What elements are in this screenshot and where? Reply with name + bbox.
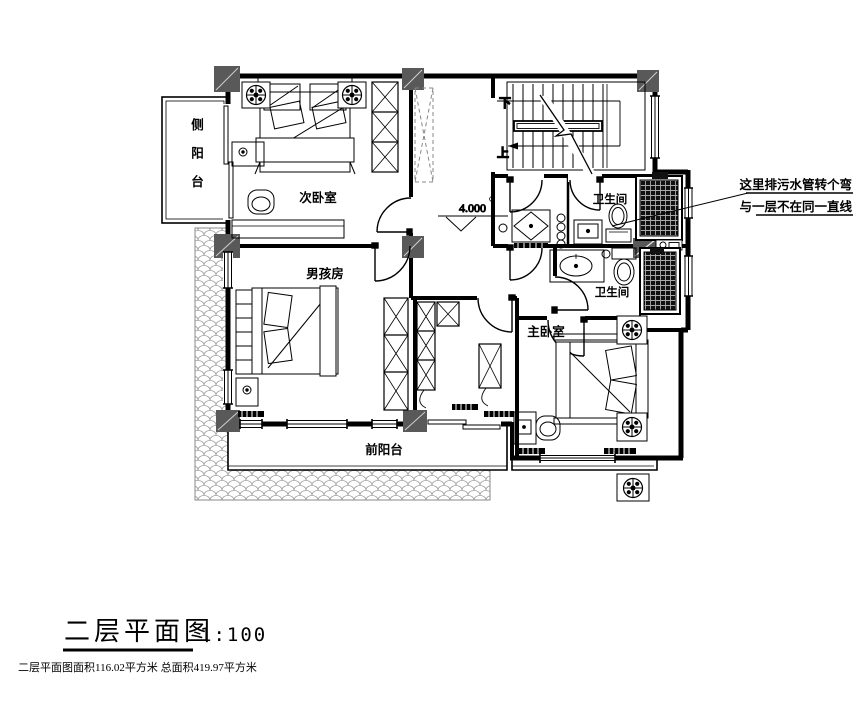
room-labels: 侧阳台 次卧室 男孩房 主卧室 卫生间 卫生间 前阳台 [189, 117, 629, 457]
area-note: 二层平面图面积116.02平方米 总面积419.97平方米 [18, 660, 257, 674]
drawing-title: 二层平面图 [64, 617, 214, 646]
annotation-line2: 与一层不在同一直线 [739, 199, 852, 214]
column [214, 66, 240, 92]
room-label-bathroom-lower: 卫生间 [595, 285, 630, 299]
window [650, 95, 660, 159]
door-secondary-bedroom [376, 197, 413, 236]
bed-master [553, 333, 649, 425]
sliding-door [427, 419, 501, 430]
stair-up-label: 上 [497, 145, 509, 160]
column [637, 70, 659, 92]
wardrobe-secondary [371, 81, 399, 173]
drawing-scale: 1:100 [200, 624, 267, 646]
column [402, 236, 424, 258]
drain-pipe-annotation: 这里排污水管转个弯 与一层不在同一直线 [611, 177, 853, 227]
desk-secondary [231, 141, 345, 239]
door-laundry [506, 176, 543, 213]
corridor-cabinet [414, 87, 434, 183]
window [223, 369, 233, 405]
vent-combs [238, 404, 636, 454]
window [539, 453, 616, 463]
column [402, 68, 424, 90]
window [684, 255, 693, 297]
door-bath-lower [551, 276, 589, 314]
column [403, 410, 427, 432]
window [239, 419, 263, 429]
desk-master [513, 411, 561, 445]
elevation-marker: 4.000 [438, 196, 508, 232]
elevation-label: 4.000 [459, 201, 486, 215]
window [286, 419, 348, 429]
room-label-side-balcony: 侧阳台 [189, 117, 203, 204]
room-label-secondary-bedroom: 次卧室 [299, 190, 337, 205]
bed-boys [235, 285, 339, 377]
stair-down-label: 下 [499, 96, 511, 110]
front-balcony [227, 424, 658, 502]
door-hall [506, 244, 543, 281]
closet [416, 301, 502, 409]
staircase: 下 上 [497, 81, 646, 179]
shower-lower [639, 247, 681, 315]
bathroom-lower [549, 247, 637, 286]
window [223, 251, 233, 289]
bed-secondary [254, 77, 356, 175]
column [216, 410, 240, 432]
windows [223, 95, 693, 463]
laundry-room [498, 209, 566, 249]
shower-upper [635, 172, 683, 251]
sliding-door [223, 104, 234, 220]
bathroom-upper [573, 203, 632, 245]
door-closet [477, 294, 516, 333]
fan-symbols [241, 81, 648, 499]
room-label-boys-room: 男孩房 [306, 266, 344, 281]
window [371, 419, 398, 429]
annotation-line1: 这里排污水管转个弯 [739, 177, 852, 192]
room-label-master-bedroom: 主卧室 [527, 324, 565, 339]
wardrobe-boys [383, 297, 409, 411]
door-boys-room [371, 242, 411, 282]
title-block: 二层平面图 1:100 二层平面图面积116.02平方米 总面积419.97平方… [18, 617, 267, 674]
window [684, 187, 693, 219]
room-label-bathroom-upper: 卫生间 [593, 192, 628, 206]
room-label-front-balcony: 前阳台 [365, 442, 403, 457]
door-bath-upper [569, 176, 604, 211]
desk-boys [235, 377, 259, 407]
